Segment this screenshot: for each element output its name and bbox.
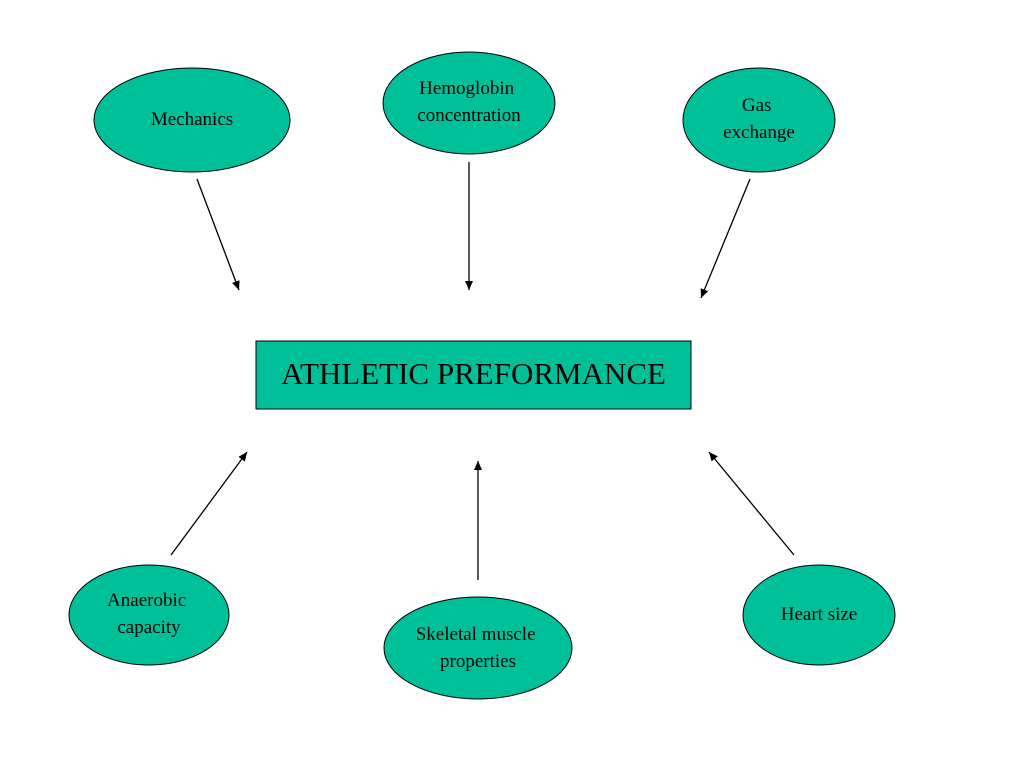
factor-skeletal-line-1: Skeletal muscle (416, 624, 536, 645)
factor-mechanics-line-1: Mechanics (151, 109, 233, 130)
center-label: ATHLETIC PREFORMANCE (281, 356, 666, 391)
factor-gas-exchange-ellipse (682, 67, 836, 173)
factor-hemoglobin-line-1: Hemoglobin (419, 78, 514, 99)
factor-skeletal-line-2: properties (440, 651, 516, 672)
factor-heart-line-1: Heart size (781, 604, 857, 625)
factor-skeletal-ellipse (383, 596, 573, 700)
factor-anaerobic-label: Anaerobic capacity (107, 590, 191, 638)
arrow-gas-exchange-to-center (700, 178, 751, 299)
factor-heart: Heart size (742, 564, 896, 666)
factor-mechanics-ellipse (93, 67, 291, 173)
arrow-heart-to-center (708, 451, 795, 556)
center-box: ATHLETIC PREFORMANCE (255, 340, 692, 410)
factor-gas-exchange-line-2: exchange (723, 122, 795, 143)
factor-gas-exchange-label: Gas exchange (723, 95, 795, 143)
factor-anaerobic: Anaerobic capacity (68, 564, 230, 666)
factor-skeletal: Skeletal muscle properties (383, 596, 573, 700)
factor-heart-label: Heart size (781, 604, 857, 625)
factor-mechanics: Mechanics (93, 67, 291, 173)
factor-anaerobic-line-2: capacity (117, 617, 181, 638)
factor-heart-ellipse (742, 564, 896, 666)
arrow-mechanics-to-center (196, 178, 240, 291)
arrow-anaerobic-to-center (170, 451, 248, 556)
factor-anaerobic-line-1: Anaerobic (107, 590, 186, 611)
factor-hemoglobin-ellipse (382, 51, 556, 155)
factor-hemoglobin: Hemoglobin concentration (382, 51, 556, 155)
factor-gas-exchange-line-1: Gas (742, 95, 772, 116)
factor-skeletal-label: Skeletal muscle properties (416, 624, 541, 672)
factor-gas-exchange: Gas exchange (682, 67, 836, 173)
center-box-shape (255, 340, 692, 410)
factor-anaerobic-ellipse (68, 564, 230, 666)
factor-hemoglobin-line-2: concentration (417, 105, 521, 126)
factor-mechanics-label: Mechanics (151, 109, 233, 130)
factor-hemoglobin-label: Hemoglobin concentration (417, 78, 521, 126)
